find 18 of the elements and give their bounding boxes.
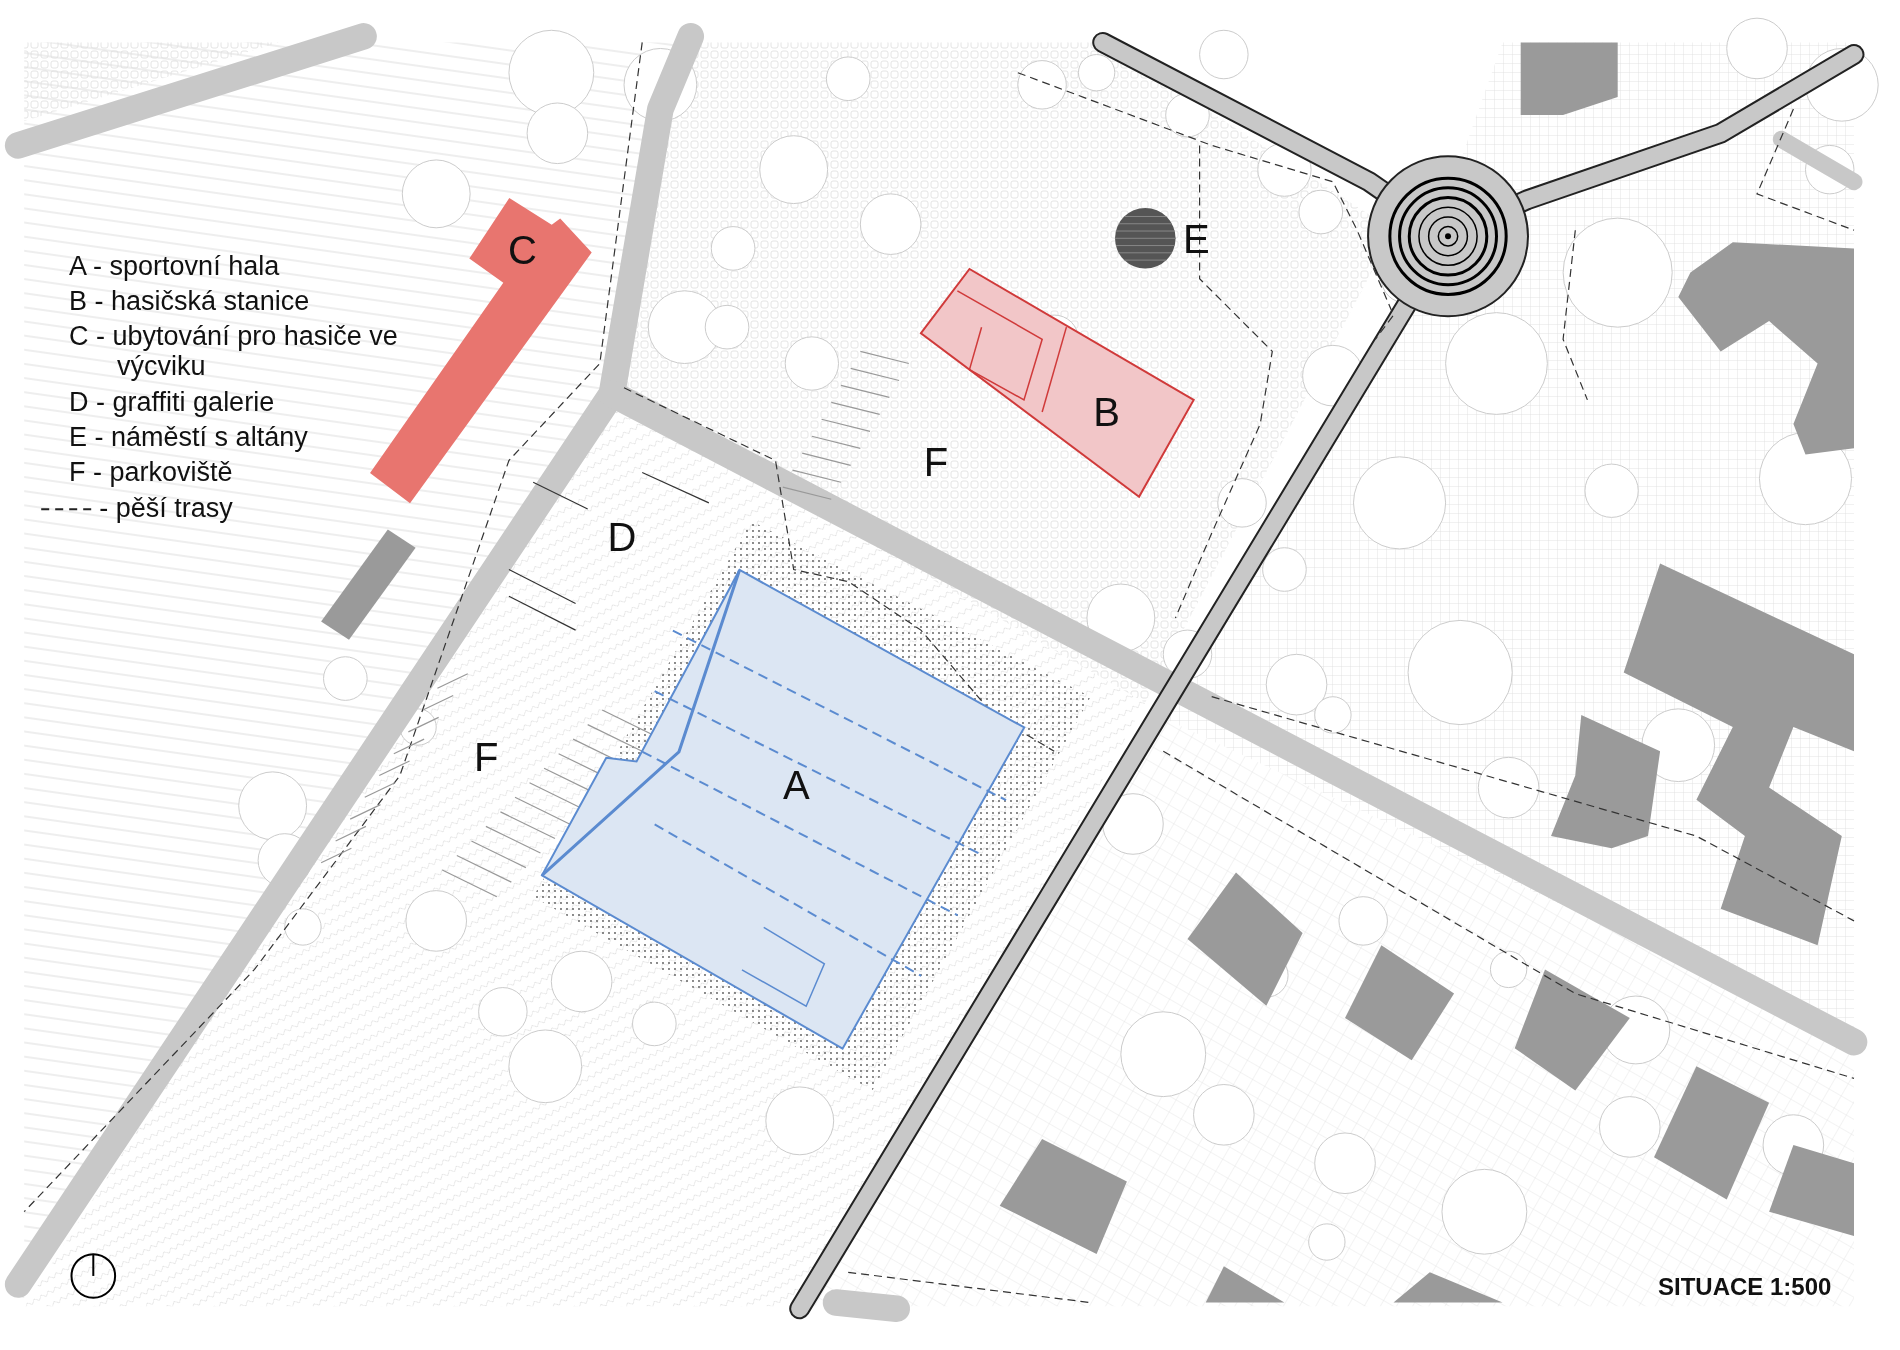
- legend-entry: D - graffiti galerie: [69, 386, 275, 417]
- building-letter: A: [783, 765, 810, 806]
- fire-station-building: [920, 269, 1194, 497]
- legend-entry: A - sportovní hala: [69, 250, 280, 281]
- building-letter: B: [1093, 392, 1120, 432]
- legend-entry: E - náměstí s altány: [69, 421, 308, 452]
- area-letter: F: [474, 737, 499, 778]
- plaza-circle: [1114, 208, 1176, 269]
- area-letter: D: [607, 516, 637, 557]
- legend-entry: B - hasičská stanice: [69, 285, 310, 316]
- scale-caption: SITUACE 1:500: [1658, 1272, 1832, 1302]
- legend-entry: - pěší trasy: [99, 493, 233, 524]
- area-letter: E: [1182, 218, 1210, 259]
- legend-entry: F - parkoviště: [69, 456, 233, 487]
- area-letter: F: [923, 441, 949, 482]
- legend-entry: C - ubytování pro hasiče ve výcviku: [69, 321, 399, 382]
- accommodation-building: [369, 197, 592, 503]
- building-letter: C: [508, 229, 537, 270]
